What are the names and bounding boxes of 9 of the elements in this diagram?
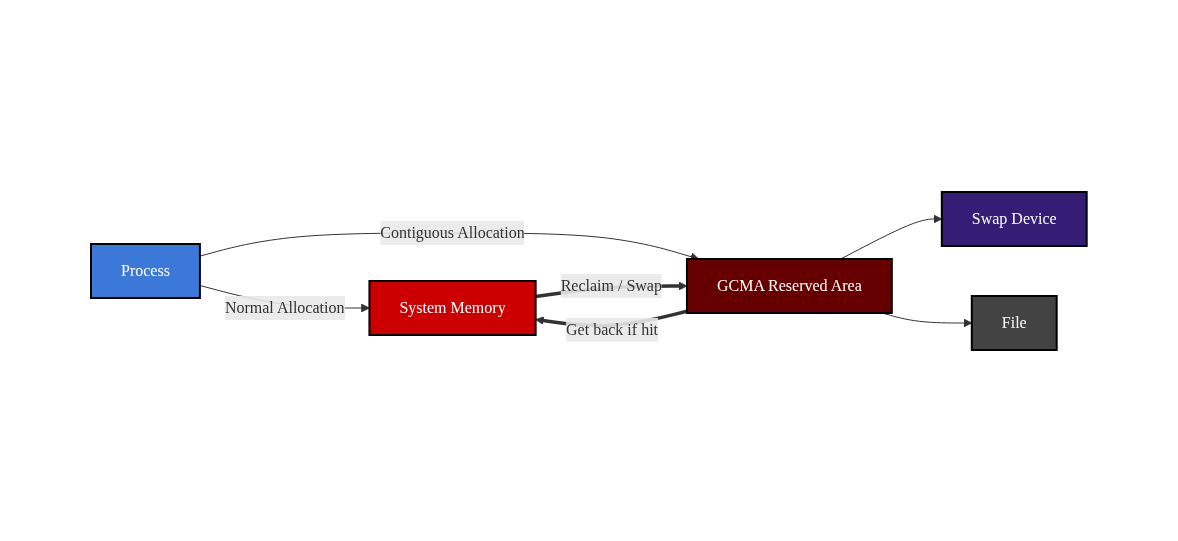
edge-label: Reclaim / Swap [560,276,663,294]
edge-label: Normal Allocation [225,298,345,316]
node-box: System Memory [368,279,537,336]
edge-label: Contiguous Allocation [380,223,525,241]
node-box: GCMA Reserved Area [686,257,893,314]
edge-label: Get back if hit [566,320,659,338]
node-box: Swap Device [940,190,1088,247]
node-box: File [970,294,1058,351]
node-box: Process [90,242,202,299]
